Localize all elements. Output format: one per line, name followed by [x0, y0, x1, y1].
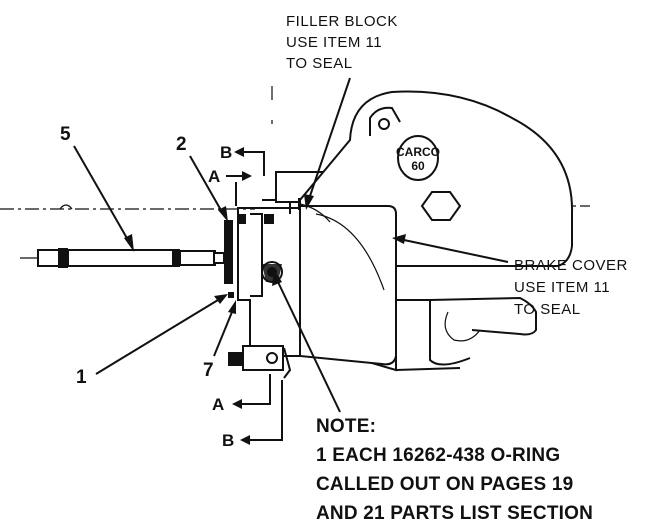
hex-plug: [420, 191, 462, 221]
leader-item-1: 1: [76, 294, 228, 388]
svg-text:TO SEAL: TO SEAL: [514, 301, 581, 318]
note-line-1: 1 EACH 16262-438 O-RING: [316, 445, 560, 466]
svg-text:A: A: [208, 167, 220, 186]
svg-text:B: B: [222, 431, 234, 450]
section-marker-a-top: A: [208, 167, 252, 206]
svg-text:USE ITEM 11: USE ITEM 11: [514, 279, 610, 296]
brake-cover: [299, 90, 574, 372]
svg-text:USE ITEM 11: USE ITEM 11: [286, 34, 382, 51]
section-marker-a-bottom: A: [212, 374, 271, 414]
frame-bracket: [395, 296, 537, 371]
shaft-item-5: [20, 248, 225, 268]
note-line-3: AND 21 PARTS LIST SECTION: [316, 503, 593, 524]
callout-item-1: 1: [76, 367, 87, 388]
retainer-item-1: [228, 292, 234, 298]
svg-text:TO SEAL: TO SEAL: [286, 55, 353, 72]
svg-text:A: A: [212, 395, 224, 414]
leader-item-2: 2: [176, 134, 228, 222]
note-line-2: CALLED OUT ON PAGES 19: [316, 474, 573, 495]
svg-text:FILLER BLOCK: FILLER BLOCK: [286, 13, 398, 30]
section-marker-b-bottom: B: [222, 380, 283, 450]
section-marker-b-top: B: [220, 143, 265, 176]
carco-logo: CARCO 60: [396, 135, 440, 181]
logo-model: 60: [411, 159, 425, 173]
leader-o-ring-note: [272, 270, 341, 413]
svg-text:BRAKE COVER: BRAKE COVER: [514, 257, 628, 274]
leader-item-7: 7: [203, 300, 236, 381]
note-heading: NOTE:: [316, 416, 376, 437]
callout-item-2: 2: [176, 134, 187, 155]
callout-filler-block: FILLER BLOCK USE ITEM 11 TO SEAL: [286, 13, 398, 210]
leader-item-5: 5: [60, 124, 134, 252]
callout-item-5: 5: [60, 124, 71, 145]
center-line-loop: [59, 204, 73, 210]
callout-brake-cover: BRAKE COVER USE ITEM 11 TO SEAL: [392, 234, 628, 318]
seal-ring-item-2: [224, 220, 233, 284]
note-block: NOTE: 1 EACH 16262-438 O-RING CALLED OUT…: [316, 416, 593, 524]
logo-brand: CARCO: [396, 145, 440, 159]
lower-mount: [228, 345, 292, 379]
callout-item-7: 7: [203, 360, 214, 381]
svg-text:B: B: [220, 143, 232, 162]
